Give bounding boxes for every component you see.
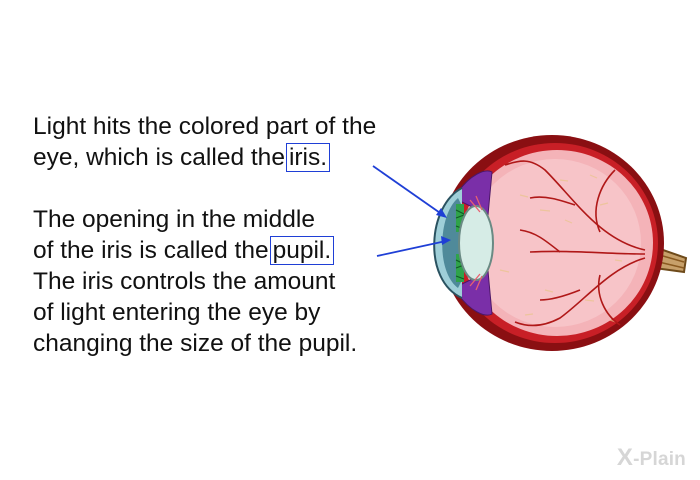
lens bbox=[458, 205, 494, 281]
paragraph-iris: Light hits the colored part of the eye, … bbox=[33, 111, 376, 173]
paragraph2-line5: changing the size of the pupil. bbox=[33, 330, 358, 357]
paragraph1-line2-prefix: eye, which is called the bbox=[33, 144, 285, 171]
paragraph1-line1: Light hits the colored part of the bbox=[33, 113, 377, 140]
zonules bbox=[469, 195, 483, 291]
blood-vessels bbox=[504, 160, 646, 327]
paragraph2-line3: The iris controls the amount bbox=[33, 268, 336, 295]
iris-arrow-line bbox=[372, 165, 444, 216]
pupil-arrow-line bbox=[376, 240, 447, 257]
iris-arrowhead bbox=[436, 208, 447, 218]
logo-text: -Plain bbox=[633, 449, 686, 470]
paragraph2-line4: of light entering the eye by bbox=[33, 299, 321, 326]
pupil-arrowhead bbox=[441, 236, 451, 245]
vitreous-highlight bbox=[469, 159, 641, 327]
pupil-term-box: pupil. bbox=[269, 236, 335, 265]
retina-texture bbox=[499, 174, 623, 323]
logo-x: X bbox=[616, 444, 634, 471]
iris-term-box: iris. bbox=[285, 143, 331, 172]
x-plain-logo: X-Plain bbox=[617, 444, 686, 472]
paragraph2-line1: The opening in the middle bbox=[33, 206, 315, 233]
paragraph2-line2-prefix: of the iris is called the bbox=[33, 237, 269, 264]
paragraph-pupil: The opening in the middle of the iris is… bbox=[33, 204, 357, 359]
